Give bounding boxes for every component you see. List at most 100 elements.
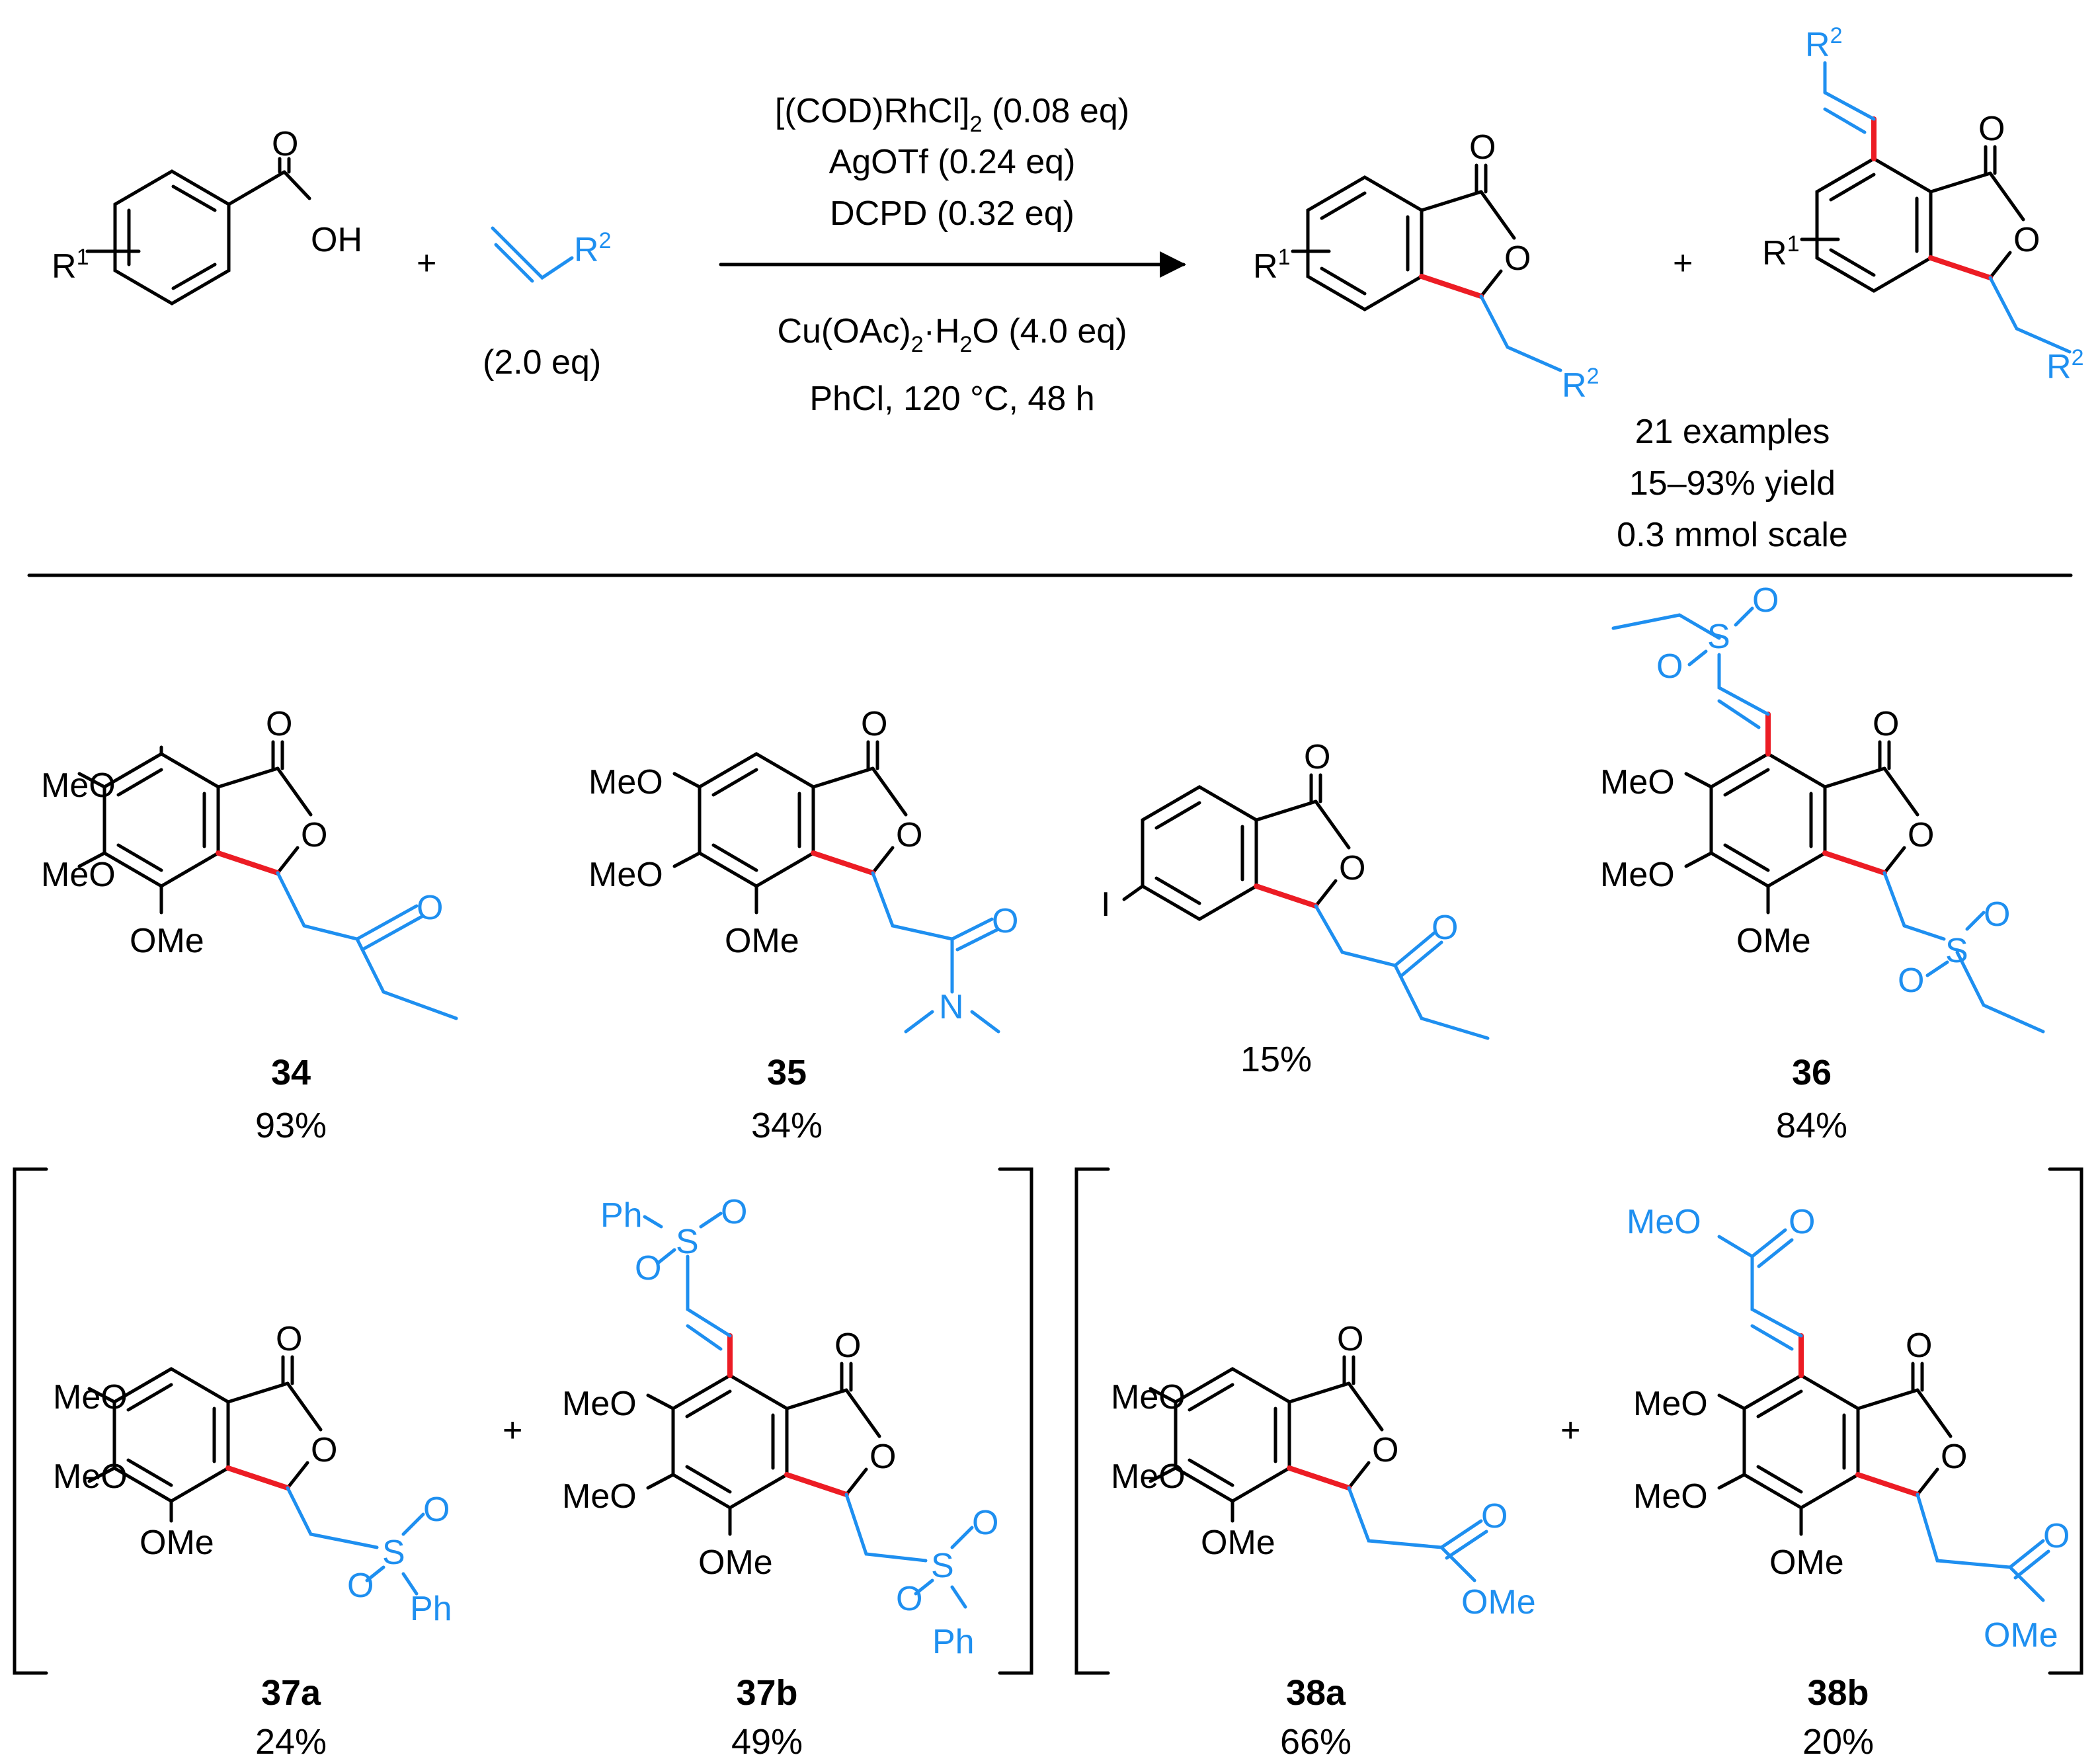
methoxy-label: MeO	[1633, 1477, 1708, 1516]
ring-o: O	[1372, 1431, 1398, 1469]
phenyl-label: Ph	[932, 1623, 975, 1661]
methoxy-label: MeO	[588, 763, 663, 801]
sulfur-label: S	[676, 1223, 699, 1261]
compound-37b-structure: O O MeO MeO OMe S Ph O O S O O Ph	[562, 1193, 998, 1661]
lactone-ring-o: O	[1504, 239, 1531, 278]
methoxy-label: MeO	[1600, 856, 1675, 894]
methoxy-label: MeO	[1111, 1378, 1186, 1416]
ring-o: O	[896, 816, 922, 854]
iodine-label: I	[1101, 885, 1110, 924]
methoxy-label: OMe	[725, 922, 799, 960]
compound-label: 38a	[1286, 1673, 1346, 1713]
methoxy-label: MeO	[1633, 1385, 1708, 1423]
hydroxyl-label: OH	[311, 221, 362, 259]
compound-38a-structure: O O MeO MeO OMe O OMe	[1111, 1320, 1536, 1621]
alkyl-r2-label: R2	[2046, 345, 2083, 386]
ring-o: O	[311, 1431, 337, 1469]
methoxy-label: OMe	[1201, 1524, 1275, 1562]
ring-o: O	[869, 1438, 896, 1476]
lactone-ring-o: O	[2013, 221, 2040, 259]
ring-o: O	[1908, 816, 1934, 854]
r1-label: R1	[52, 245, 89, 286]
ester-methoxy-label: OMe	[1984, 1616, 2058, 1655]
r2-label: R2	[1562, 364, 1599, 405]
ester-methoxy-label: MeO	[1627, 1203, 1701, 1241]
sulfonyl-o: O	[423, 1491, 450, 1529]
ketone-o: O	[417, 889, 443, 927]
yield-range: 15–93% yield	[1629, 464, 1836, 503]
methoxy-label: MeO	[562, 1477, 637, 1516]
solvent-temperature-time: PhCl, 120 °C, 48 h	[809, 380, 1094, 418]
sulfonyl-o: O	[972, 1504, 998, 1542]
left-bracket-37	[13, 1167, 48, 1675]
reaction-scale: 0.3 mmol scale	[1617, 516, 1848, 554]
amide-n: N	[939, 988, 964, 1026]
carbonyl-o: O	[276, 1320, 302, 1358]
carbonyl-o: O	[861, 705, 887, 743]
compound-yield: 49%	[731, 1722, 803, 1761]
ester-carbonyl-o: O	[1481, 1497, 1508, 1536]
phenyl-label: Ph	[600, 1196, 643, 1235]
compound-label: 36	[1792, 1053, 1832, 1092]
sulfonyl-o: O	[1752, 581, 1779, 620]
methoxy-label: MeO	[562, 1385, 637, 1423]
methoxy-label: OMe	[1769, 1543, 1844, 1582]
carbonyl-o: O	[266, 705, 292, 743]
ester-methoxy-label: OMe	[1461, 1583, 1536, 1621]
ketone-o: O	[1432, 909, 1458, 947]
compound-yield: 84%	[1776, 1106, 1847, 1145]
sulfonyl-o: O	[347, 1567, 374, 1605]
compound-label: 35	[767, 1053, 807, 1092]
alkene-structure: R2	[491, 226, 611, 283]
lactone-carbonyl-o: O	[1978, 110, 2005, 148]
product-phthalide-structure: O O R1 R2	[1253, 128, 1599, 405]
compound-yield: 93%	[255, 1106, 327, 1145]
compound-37a-structure: O O MeO MeO OMe S O O Ph	[53, 1320, 452, 1628]
methoxy-label: OMe	[140, 1524, 214, 1562]
sulfur-label: S	[1945, 932, 1968, 970]
methoxy-label: MeO	[41, 766, 116, 805]
additive-condition: DCPD (0.32 eq)	[830, 194, 1074, 233]
sulfur-label: S	[931, 1547, 954, 1585]
r1-label: R1	[1762, 231, 1799, 272]
product-alkenyl-phthalide-structure: O O R1 R2 R2	[1762, 23, 2083, 386]
sulfonyl-o: O	[721, 1193, 747, 1231]
compound-yield: 66%	[1280, 1722, 1352, 1761]
methoxy-label: OMe	[130, 922, 204, 960]
alkene-equivalents: (2.0 eq)	[483, 343, 601, 382]
sulfonyl-o: O	[635, 1249, 661, 1288]
methoxy-label: OMe	[1736, 922, 1811, 960]
plus-sign: +	[417, 244, 436, 282]
examples-count: 21 examples	[1635, 413, 1830, 451]
lactone-carbonyl-o: O	[1469, 128, 1496, 167]
compound-35-structure: O O MeO MeO OMe O N	[588, 705, 1018, 1034]
benzoic-acid-structure: O OH R1	[52, 125, 362, 306]
amide-o: O	[992, 902, 1018, 940]
sulfonyl-o: O	[1898, 962, 1924, 1000]
ring-o: O	[1941, 1438, 1967, 1476]
left-bracket-38	[1074, 1167, 1110, 1675]
sulfur-label: S	[382, 1534, 405, 1572]
methoxy-label: MeO	[53, 1457, 128, 1496]
right-bracket-38	[2048, 1167, 2083, 1675]
compound-38b-structure: O O MeO MeO OMe MeO O O OMe	[1627, 1203, 2070, 1655]
phenyl-label: Ph	[410, 1590, 452, 1628]
ring-o: O	[301, 816, 327, 854]
ring-o: O	[1339, 849, 1365, 887]
compound-iodo-structure: O O I O	[1101, 738, 1490, 1040]
compound-yield: 34%	[751, 1106, 823, 1145]
sulfonyl-o: O	[896, 1580, 922, 1618]
compound-36-structure: O O MeO MeO OMe S O O S O O	[1600, 581, 2045, 1034]
methoxy-label: OMe	[698, 1543, 773, 1582]
compound-label: 37b	[736, 1673, 797, 1713]
oxidant-condition: Cu(OAc)2·H2O (4.0 eq)	[777, 312, 1127, 357]
alkenyl-r2-label: R2	[1805, 23, 1842, 64]
silver-condition: AgOTf (0.24 eq)	[829, 143, 1076, 181]
methoxy-label: MeO	[41, 856, 116, 894]
right-bracket-37	[998, 1167, 1033, 1675]
general-reaction: O OH R1 + R2 (2.0 eq) [(COD)RhCl]2 (0.08…	[52, 23, 2083, 554]
methoxy-label: MeO	[588, 856, 663, 894]
compound-yield: 20%	[1802, 1722, 1874, 1761]
compound-label: 38b	[1807, 1673, 1869, 1713]
